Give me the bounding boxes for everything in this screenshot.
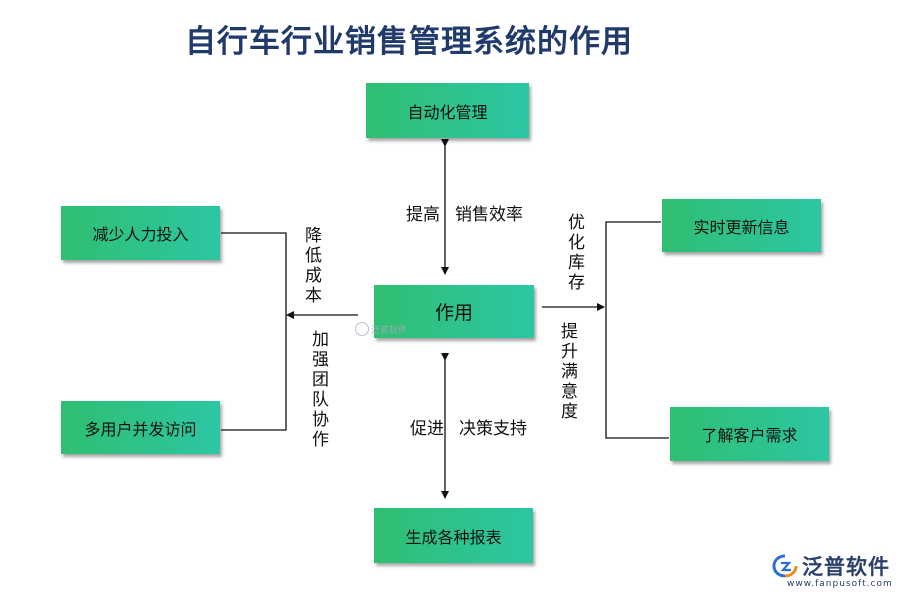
label-up-b: 销售效率 [455,205,523,225]
label-up-a: 提高 [406,205,440,225]
node-center: 作用 [374,285,534,338]
label-down-b: 决策支持 [459,419,527,439]
brand-logo: 泛普软件 [772,551,890,581]
node-bottom: 生成各种报表 [374,508,533,563]
left-bracket [221,232,287,431]
watermark: 泛普软件 [355,322,407,336]
diagram-title: 自行车行业销售管理系统的作用 [185,24,633,60]
node-right-bottom: 了解客户需求 [670,407,829,461]
watermark-icon [355,322,369,336]
node-left-bottom: 多用户并发访问 [61,401,220,454]
node-right-top: 实时更新信息 [662,199,821,252]
label-left-1: 降低成本 [301,226,321,306]
node-top: 自动化管理 [366,83,529,138]
logo-url: www.fanpusoft.com [787,579,893,589]
right-bracket [605,221,669,439]
label-right-1: 优化库存 [564,213,584,293]
label-right-2: 提升满意度 [557,322,577,422]
label-down-a: 促进 [410,419,444,439]
label-left-2: 加强团队协作 [308,330,328,450]
node-left-top: 减少人力投入 [61,206,220,260]
logo-icon [772,554,798,578]
